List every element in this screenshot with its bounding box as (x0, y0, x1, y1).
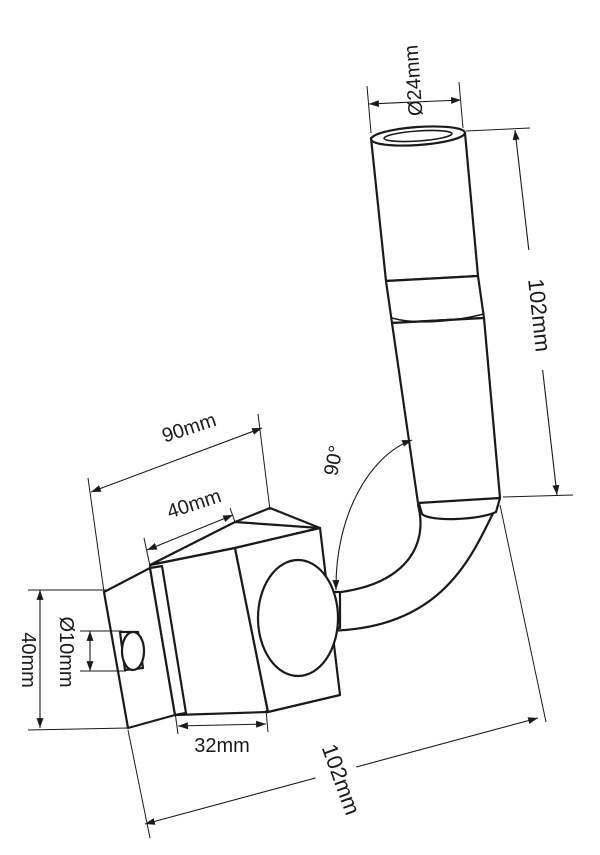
dim-tube-diameter-line (368, 96, 462, 108)
dim-body-width-label: 40mm (164, 485, 224, 523)
dim-angle-arc (332, 439, 413, 591)
dim-tube-diameter-label: Ø24mm (401, 44, 428, 116)
dim-base-depth-label: 32mm (194, 735, 250, 757)
tube-band (384, 274, 486, 325)
dim-body-width-line (146, 514, 234, 551)
tube-upper (369, 131, 480, 283)
dim-angle-label: 90° (320, 444, 348, 478)
rod-collar (416, 496, 502, 521)
tube-inner-thread (383, 129, 453, 143)
base-pin-end (120, 630, 146, 672)
dim-overall-width-label: 90mm (159, 409, 219, 447)
block-side-recess (256, 558, 340, 678)
dim-overall-width-line (90, 427, 263, 493)
dim-base-depth-line (177, 720, 267, 730)
dim-hole-diameter-label: Ø10mm (55, 616, 77, 687)
tube-seam (391, 313, 485, 323)
base-plate-edge (148, 564, 188, 717)
tube-lower (390, 316, 502, 505)
dim-base-height-label: 40mm (17, 632, 39, 688)
